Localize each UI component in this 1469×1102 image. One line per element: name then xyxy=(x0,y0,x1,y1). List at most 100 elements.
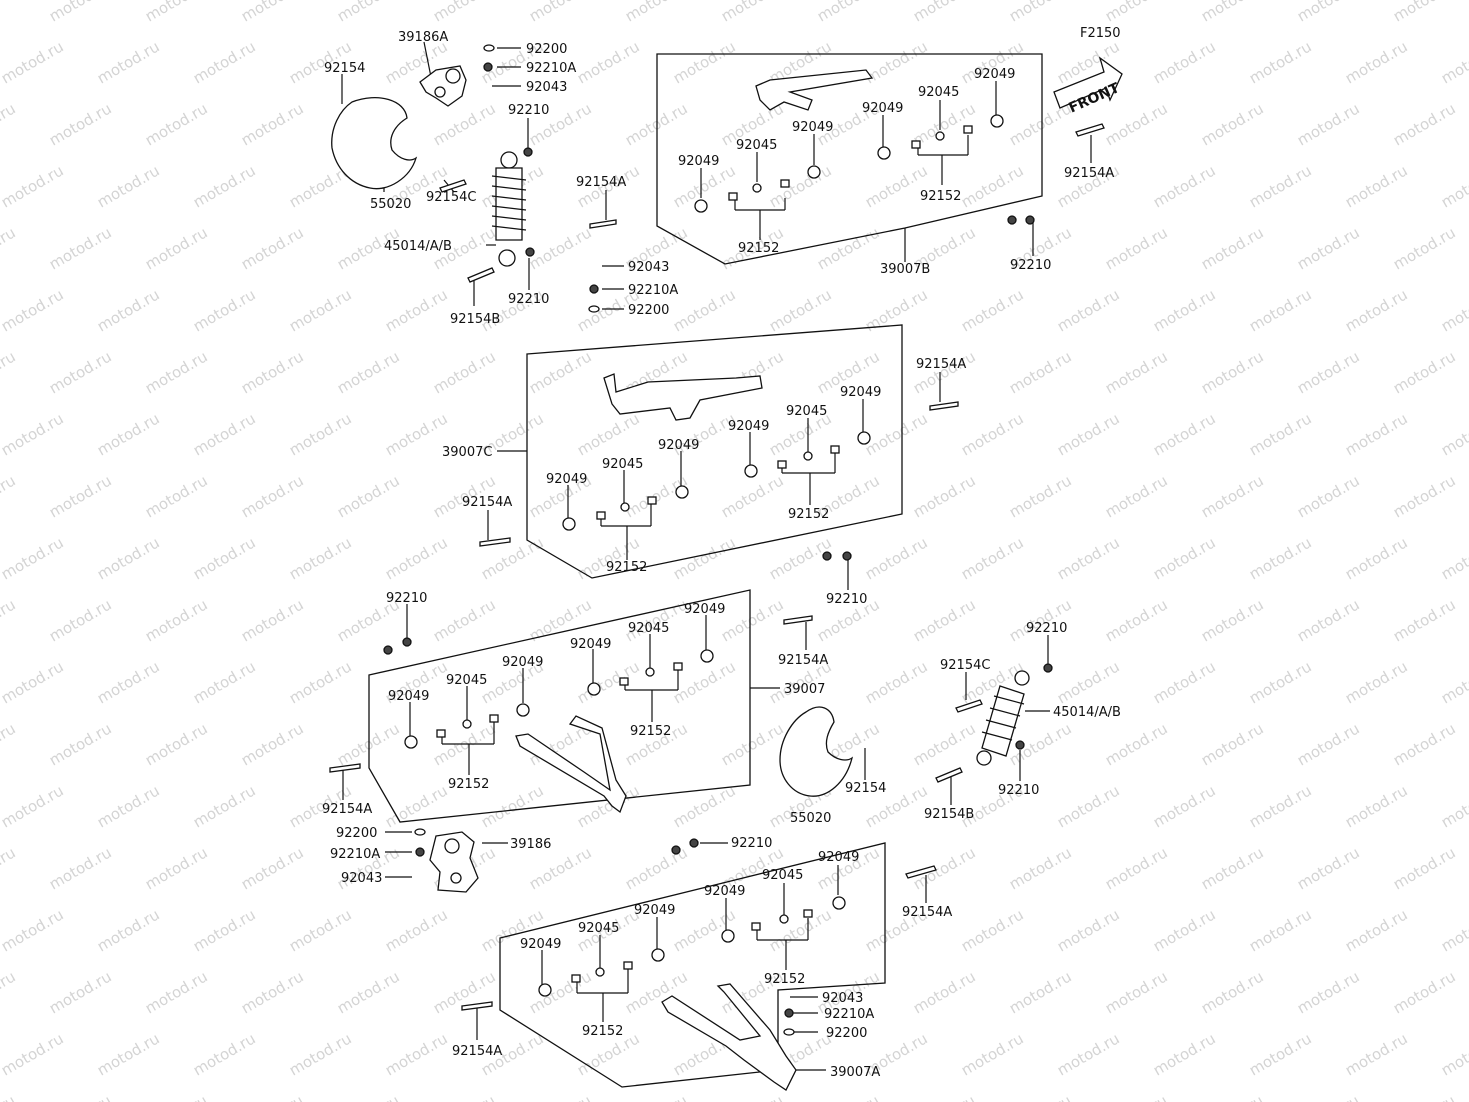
watermark: motod.ru xyxy=(142,967,211,1017)
arm-39007C xyxy=(603,373,763,421)
watermark: motod.ru xyxy=(46,223,115,273)
part-label-92152: 92152 xyxy=(582,1024,623,1039)
watermark: motod.ru xyxy=(1150,533,1219,583)
watermark: motod.ru xyxy=(382,409,451,459)
watermark: motod.ru xyxy=(382,905,451,955)
part-label-92049: 92049 xyxy=(570,637,611,652)
watermark: motod.ru xyxy=(1294,1091,1363,1102)
part-label-92049: 92049 xyxy=(840,385,881,400)
part-label-92200: 92200 xyxy=(826,1026,867,1041)
nut-top xyxy=(523,147,533,157)
watermark: motod.ru xyxy=(1294,843,1363,893)
brake-disc-top xyxy=(331,97,418,190)
watermark: motod.ru xyxy=(0,161,67,211)
watermark: motod.ru xyxy=(1294,223,1363,273)
part-label-55020: 55020 xyxy=(370,197,411,212)
part-label-92152: 92152 xyxy=(630,724,671,739)
part-label-92049: 92049 xyxy=(818,850,859,865)
watermark: motod.ru xyxy=(526,0,595,25)
box-39007-small-parts xyxy=(404,649,714,749)
box-39007C xyxy=(526,324,903,579)
watermark: motod.ru xyxy=(1390,719,1459,769)
part-label-92049: 92049 xyxy=(792,120,833,135)
watermark: motod.ru xyxy=(1246,37,1315,87)
watermark: motod.ru xyxy=(910,967,979,1017)
part-label-92045: 92045 xyxy=(918,85,959,100)
watermark: motod.ru xyxy=(958,285,1027,335)
watermark: motod.ru xyxy=(238,843,307,893)
watermark: motod.ru xyxy=(142,471,211,521)
watermark: motod.ru xyxy=(94,161,163,211)
watermark: motod.ru xyxy=(190,37,259,87)
part-label-92200: 92200 xyxy=(526,42,567,57)
watermark: motod.ru xyxy=(1102,967,1171,1017)
watermark: motod.ru xyxy=(0,719,19,769)
watermark: motod.ru xyxy=(574,533,643,583)
watermark: motod.ru xyxy=(766,905,835,955)
watermark: motod.ru xyxy=(286,285,355,335)
watermark: motod.ru xyxy=(430,595,499,645)
watermark: motod.ru xyxy=(0,533,67,583)
watermark: motod.ru xyxy=(1198,719,1267,769)
watermark: motod.ru xyxy=(622,99,691,149)
part-label-92049: 92049 xyxy=(546,472,587,487)
part-label-39007b: 39007B xyxy=(880,262,930,277)
watermark: motod.ru xyxy=(670,37,739,87)
watermark: motod.ru xyxy=(1102,0,1171,25)
part-label-92154a: 92154A xyxy=(916,357,966,372)
watermark: motod.ru xyxy=(718,595,787,645)
arm-39007 xyxy=(515,715,627,814)
part-label-92045: 92045 xyxy=(736,138,777,153)
watermark: motod.ru xyxy=(1342,409,1411,459)
part-label-92043: 92043 xyxy=(526,80,567,95)
watermark: motod.ru xyxy=(46,595,115,645)
watermark: motod.ru xyxy=(238,347,307,397)
watermark: motod.ru xyxy=(1294,595,1363,645)
bolt-92154A-left xyxy=(479,537,511,547)
watermark: motod.ru xyxy=(1342,905,1411,955)
watermark: motod.ru xyxy=(238,967,307,1017)
watermark: motod.ru xyxy=(766,161,835,211)
watermark: motod.ru xyxy=(1294,719,1363,769)
watermark: motod.ru xyxy=(46,347,115,397)
watermark: motod.ru xyxy=(0,1029,67,1079)
watermark: motod.ru xyxy=(94,1029,163,1079)
nut-right xyxy=(1007,215,1017,225)
watermark: motod.ru xyxy=(862,533,931,583)
watermark: motod.ru xyxy=(1102,99,1171,149)
watermark: motod.ru xyxy=(1102,471,1171,521)
watermark: motod.ru xyxy=(142,1091,211,1102)
watermark: motod.ru xyxy=(94,285,163,335)
watermark: motod.ru xyxy=(1006,0,1075,25)
watermark: motod.ru xyxy=(1438,781,1469,831)
watermark: motod.ru xyxy=(1102,843,1171,893)
watermark: motod.ru xyxy=(334,471,403,521)
washer-knuckle xyxy=(414,828,426,836)
part-label-92049: 92049 xyxy=(862,101,903,116)
nut-lower-right-2 xyxy=(1015,740,1025,750)
watermark: motod.ru xyxy=(862,657,931,707)
part-label-92210: 92210 xyxy=(731,836,772,851)
watermark: motod.ru xyxy=(1342,161,1411,211)
watermark: motod.ru xyxy=(958,161,1027,211)
watermark: motod.ru xyxy=(94,37,163,87)
watermark: motod.ru xyxy=(1342,285,1411,335)
part-label-39186a: 39186A xyxy=(398,30,448,45)
part-label-92154: 92154 xyxy=(845,781,886,796)
watermark: motod.ru xyxy=(46,1091,115,1102)
watermark: motod.ru xyxy=(862,409,931,459)
watermark: motod.ru xyxy=(142,223,211,273)
washer-top xyxy=(483,44,495,52)
watermark: motod.ru xyxy=(910,595,979,645)
watermark: motod.ru xyxy=(238,595,307,645)
watermark: motod.ru xyxy=(1438,161,1469,211)
part-label-92210: 92210 xyxy=(508,292,549,307)
watermark: motod.ru xyxy=(1390,595,1459,645)
labels: F2150 FRONT 39186A9220092210A92043921549… xyxy=(322,26,1122,1080)
part-label-92200: 92200 xyxy=(628,303,669,318)
watermark: motod.ru xyxy=(94,533,163,583)
watermark: motod.ru xyxy=(814,223,883,273)
watermark: motod.ru xyxy=(0,967,19,1017)
watermark: motod.ru xyxy=(1438,37,1469,87)
